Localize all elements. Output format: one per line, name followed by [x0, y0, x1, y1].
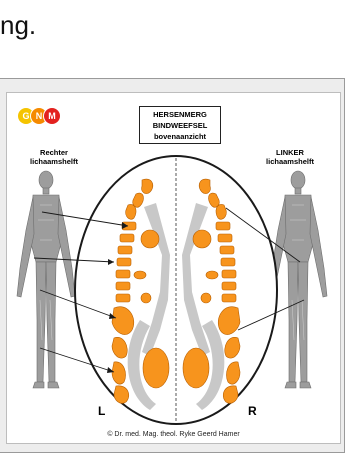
- copyright-line: © Dr. med. Mag. theol. Ryke Geerd Hamer: [0, 431, 347, 438]
- left-body-figure: [17, 171, 75, 388]
- brain-left-side-label: L: [98, 404, 105, 418]
- brain-right-side-label: R: [248, 404, 257, 418]
- right-body-figure: [269, 171, 327, 388]
